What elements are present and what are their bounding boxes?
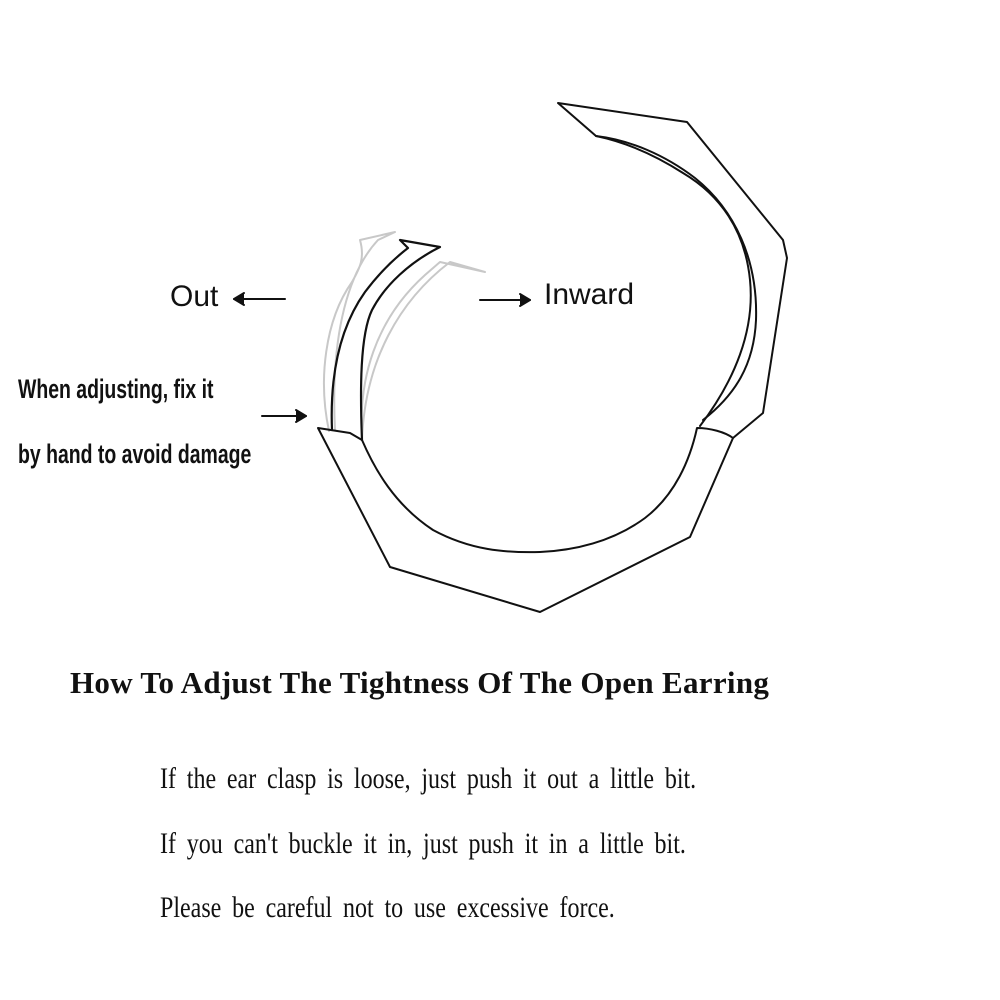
ghost-hook-outward xyxy=(323,231,396,432)
inward-arrow-icon xyxy=(479,293,531,307)
instruction-3: Please be careful not to use excessive f… xyxy=(160,891,615,924)
ghost-hook-inward xyxy=(360,261,486,441)
instruction-2: If you can't buckle it in, just push it … xyxy=(160,827,686,860)
out-label: Out xyxy=(170,280,219,313)
out-arrow-icon xyxy=(233,292,286,306)
pointer-arrow-icon xyxy=(261,409,307,423)
earring-front-band xyxy=(317,427,734,613)
earring-back-inner-edge xyxy=(595,135,758,421)
earring-hook xyxy=(330,238,442,442)
note-line-1: When adjusting, fix it xyxy=(18,374,214,404)
instruction-1: If the ear clasp is loose, just push it … xyxy=(160,762,697,795)
note-line-2: by hand to avoid damage xyxy=(18,439,252,469)
inward-label: Inward xyxy=(544,278,635,311)
page-title: How To Adjust The Tightness Of The Open … xyxy=(70,665,770,700)
